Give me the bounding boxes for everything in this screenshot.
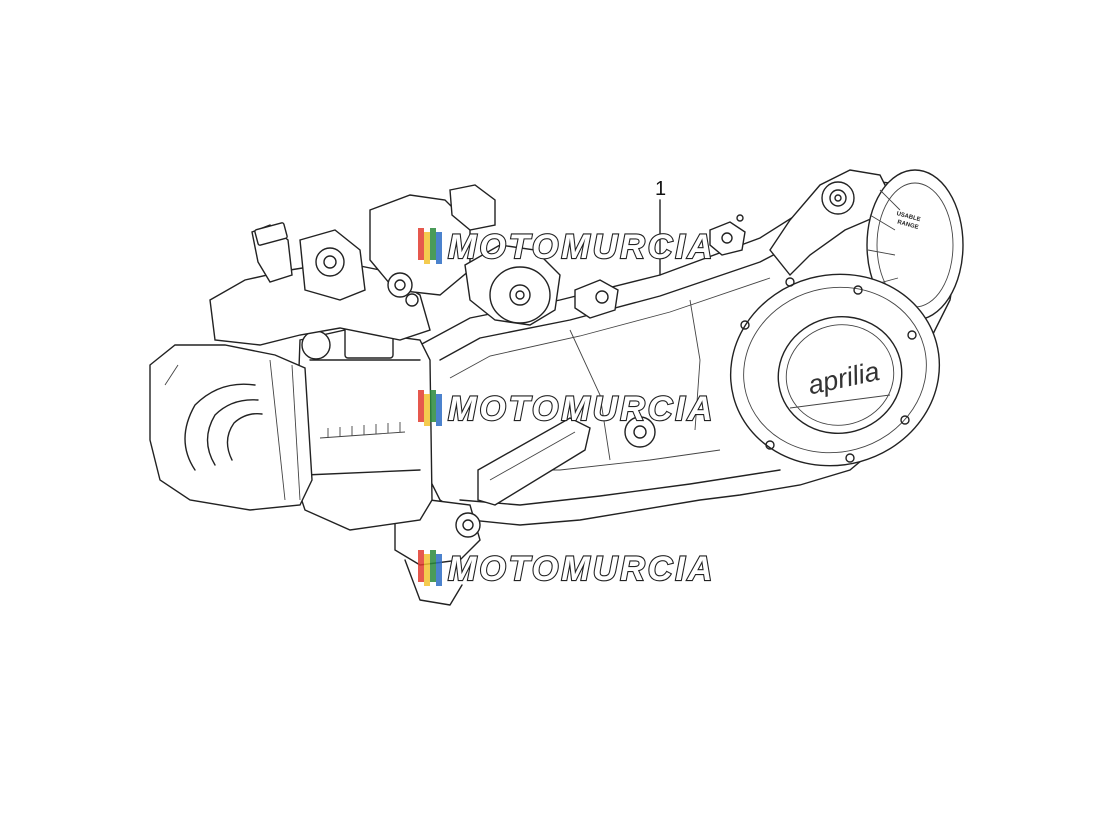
upper-mount bbox=[574, 214, 746, 319]
callout-number: 1 bbox=[655, 178, 666, 200]
watermark-logo-icon bbox=[418, 550, 442, 586]
watermark-layer: MOTOMURCIA MOTOMURCIA MOTOMURCIA bbox=[418, 227, 715, 589]
motomurcia-watermark: MOTOMURCIA bbox=[418, 227, 715, 267]
cooling-fins bbox=[327, 422, 401, 438]
watermark-text: MOTOMURCIA bbox=[448, 390, 715, 428]
engine-block bbox=[294, 307, 433, 531]
starter-motor bbox=[464, 244, 561, 326]
motomurcia-watermark: MOTOMURCIA bbox=[418, 389, 715, 429]
watermark-logo-icon bbox=[418, 228, 442, 264]
watermark-text: MOTOMURCIA bbox=[448, 228, 715, 266]
motomurcia-watermark: MOTOMURCIA bbox=[418, 549, 715, 589]
rear-hub: USABLE RANGE bbox=[866, 169, 964, 321]
svg-text:RANGE: RANGE bbox=[897, 220, 919, 231]
clutch-cover: aprilia bbox=[729, 273, 941, 467]
cylinder-head bbox=[149, 344, 313, 511]
watermark-text: MOTOMURCIA bbox=[448, 550, 715, 588]
intake-assembly bbox=[209, 184, 496, 346]
watermark-logo-icon bbox=[418, 390, 442, 426]
callout-1: 1 bbox=[655, 178, 666, 276]
